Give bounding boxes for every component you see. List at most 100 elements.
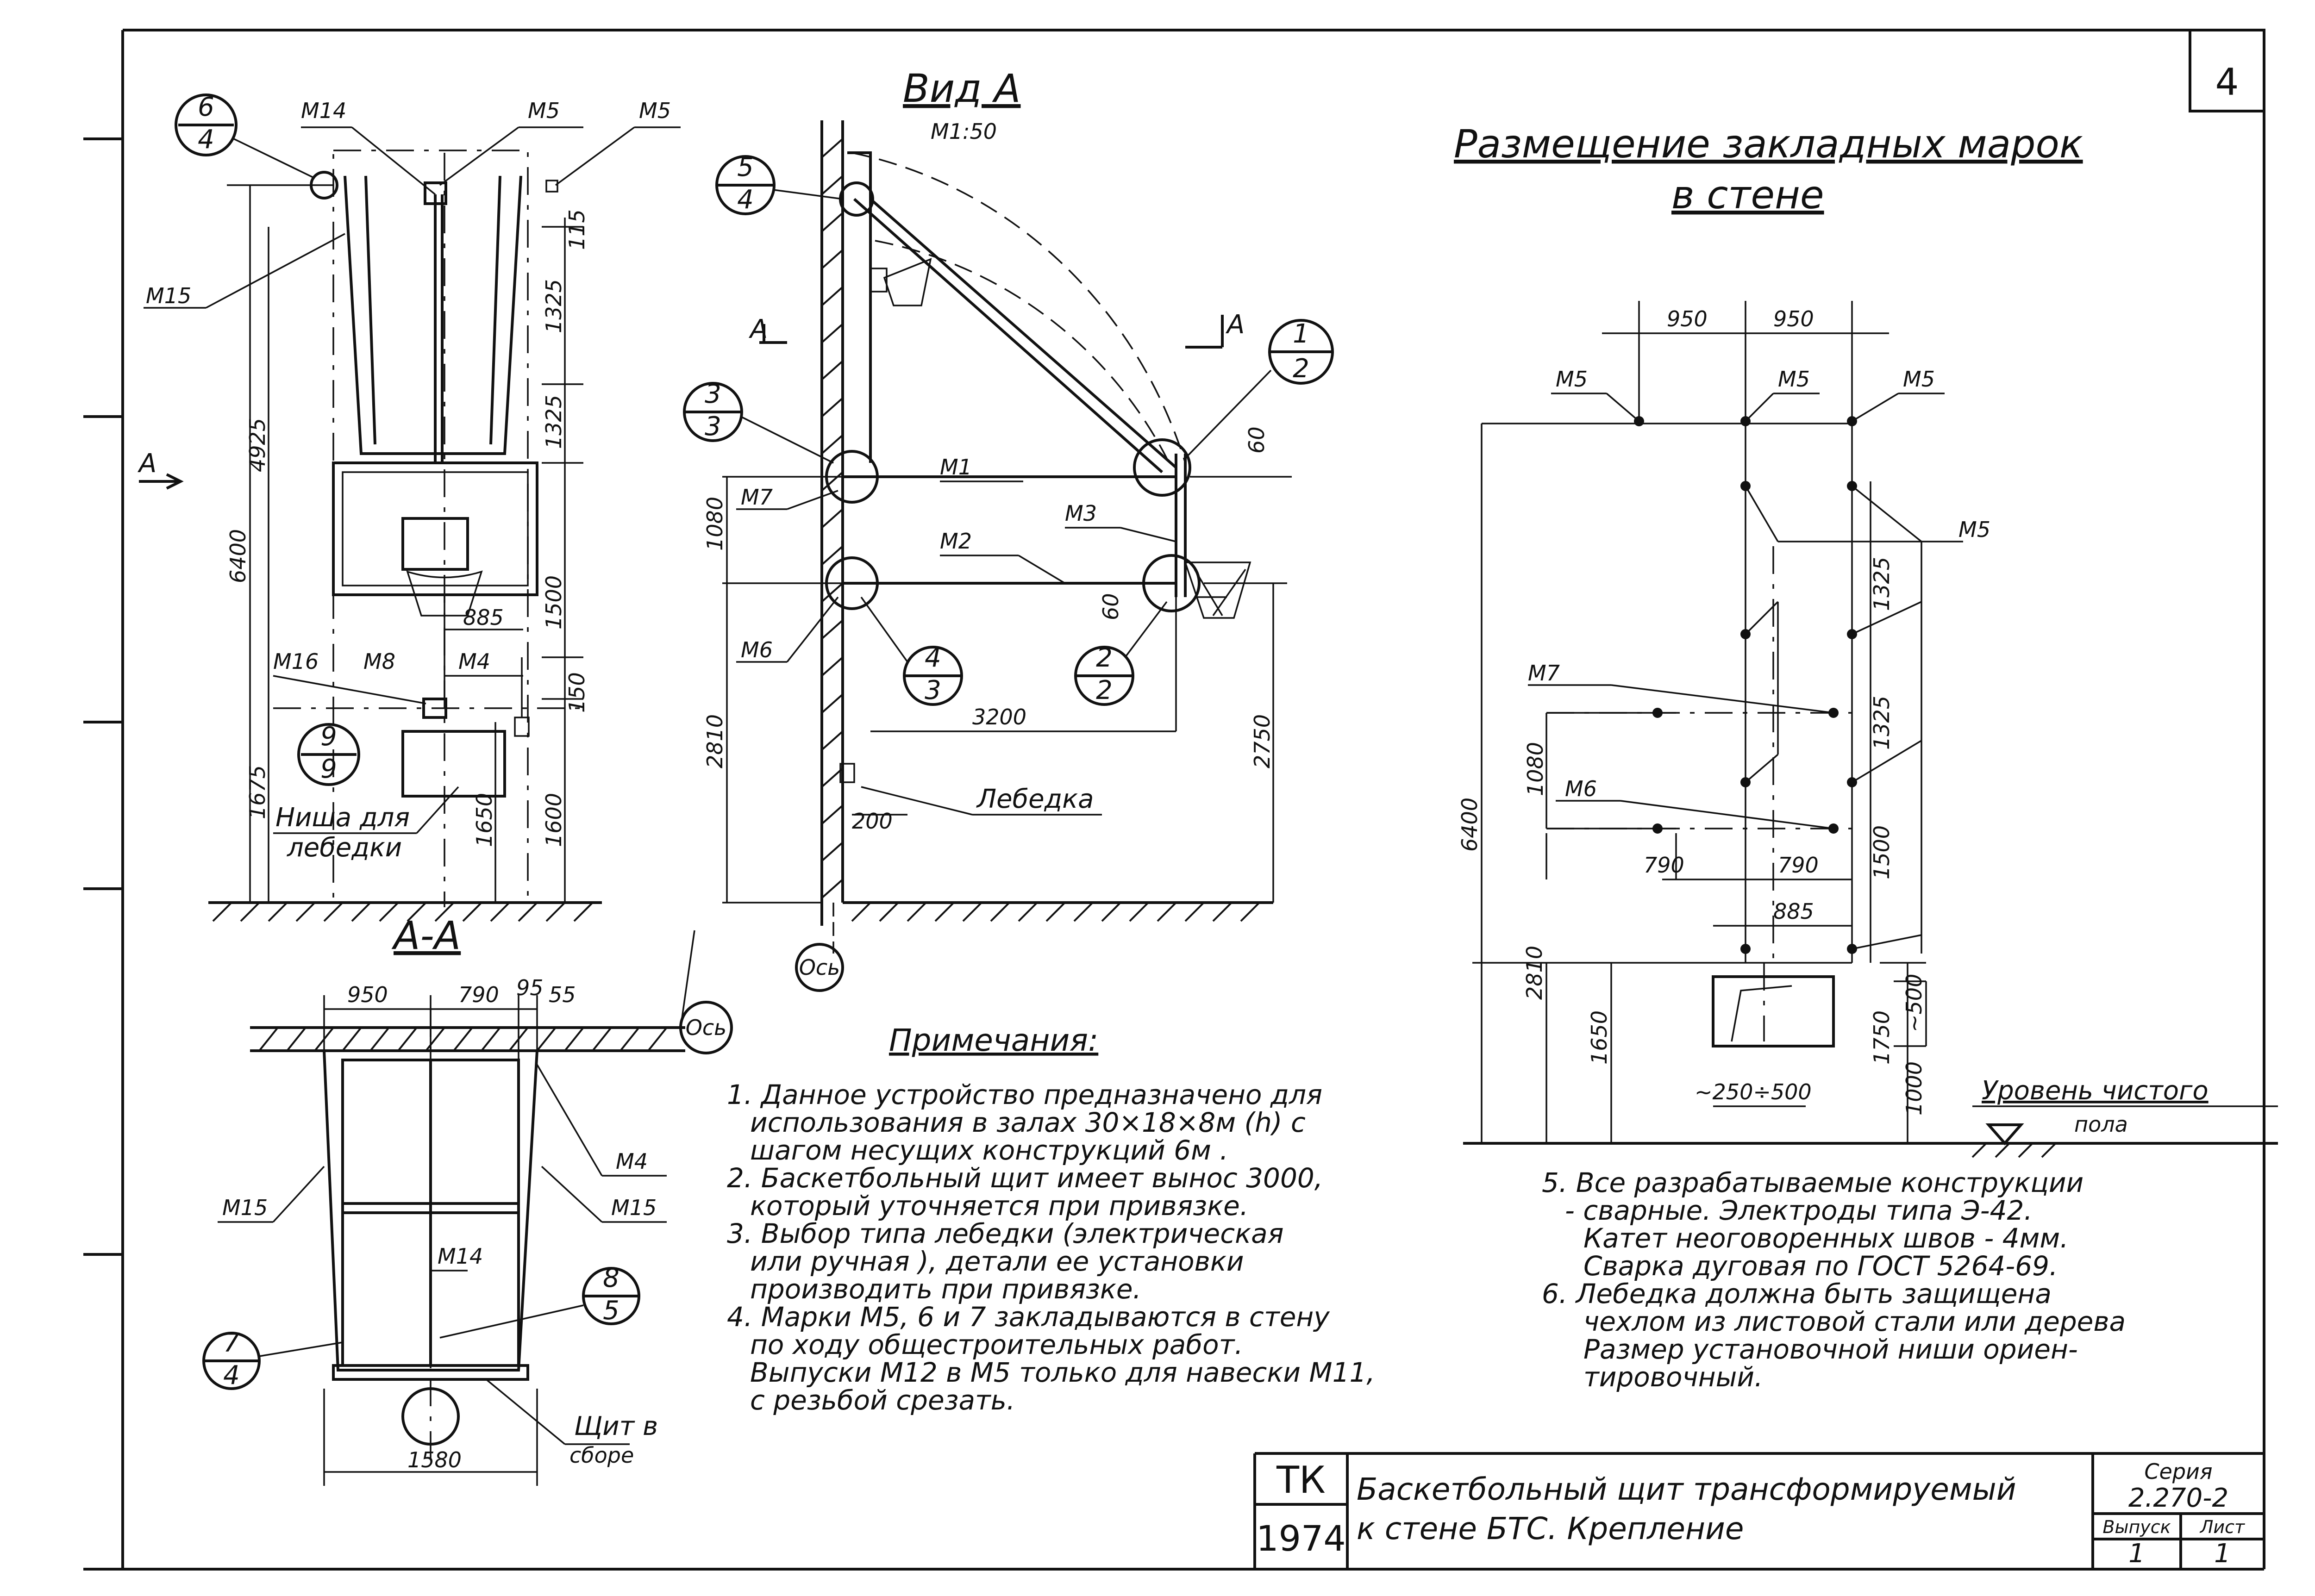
note-line-6: 3. Выбор типа лебедки (электрическая <box>727 1218 1284 1249</box>
dim-side-1080: 1080 <box>702 497 727 551</box>
dim-wall-1325-a: 1325 <box>1869 557 1894 611</box>
label-m14-front: М14 <box>301 98 346 123</box>
front-elevation <box>139 94 681 922</box>
label-m5-wall-2: М5 <box>1778 367 1810 392</box>
callout-2-2-top: 2 <box>1096 643 1113 673</box>
series-label: Серия <box>2144 1459 2212 1484</box>
dim-side-60-bottom: 60 <box>1098 593 1123 620</box>
label-m5-front-1: М5 <box>528 98 560 123</box>
label-niche-1: Ниша для <box>275 803 410 833</box>
label-m1-side: М1 <box>940 455 972 480</box>
title-year: 1974 <box>1256 1518 1345 1559</box>
dim-wall-2810: 2810 <box>1522 946 1547 1000</box>
dim-front-1325-a: 1325 <box>541 279 566 333</box>
callout-6-4-bottom: 4 <box>198 125 214 155</box>
dim-wall-885: 885 <box>1773 899 1814 924</box>
label-m14-aa: М14 <box>438 1244 483 1269</box>
label-a-front: А <box>138 449 156 479</box>
callout-8-5-bottom: 5 <box>603 1296 619 1326</box>
dim-front-1500: 1500 <box>541 575 566 630</box>
label-board-1: Щит в <box>574 1411 658 1441</box>
note-right-3: Катет неоговоренных швов - 4мм. <box>1583 1222 2069 1254</box>
label-m2-side: М2 <box>940 529 972 554</box>
dim-wall-950-a: 950 <box>1667 306 1708 331</box>
callout-6-4-top: 6 <box>198 92 214 122</box>
ceiling-hatch <box>258 1027 668 1052</box>
label-a-section-left: А <box>749 314 768 344</box>
dim-front-4925: 4925 <box>245 418 270 472</box>
sheet-number: 4 <box>2215 61 2239 104</box>
floor-hatch-side <box>851 902 1260 922</box>
callout-3-3-bottom: 3 <box>705 411 721 442</box>
dim-wall-790-a: 790 <box>1644 853 1684 878</box>
dim-front-885: 885 <box>463 605 504 630</box>
label-m5-wall-3: М5 <box>1903 367 1935 392</box>
dim-wall-1500: 1500 <box>1869 825 1894 879</box>
label-m15-aa-left: М15 <box>222 1195 268 1220</box>
note-right-5: 6. Лебедка должна быть защищена <box>1542 1278 2052 1309</box>
note-line-10: по ходу общестроительных работ. <box>750 1329 1243 1360</box>
note-right-6: чехлом из листовой стали или дерева <box>1583 1306 2126 1337</box>
wall-hatch <box>821 138 844 899</box>
label-m8-front: М8 <box>363 649 395 674</box>
note-right-4: Сварка дуговая по ГОСТ 5264-69. <box>1583 1250 2058 1282</box>
title-block <box>1253 1452 2264 1569</box>
note-right-7: Размер установочной ниши ориен- <box>1583 1334 2078 1365</box>
dim-aa-1580: 1580 <box>407 1447 462 1472</box>
sheet-label: Лист <box>2199 1517 2246 1537</box>
title-code: ТК <box>1276 1459 1326 1502</box>
title-line-2: к стене БТС. Крепление <box>1357 1511 1744 1546</box>
dim-wall-1080: 1080 <box>1523 742 1548 796</box>
dim-wall-950-b: 950 <box>1773 306 1814 331</box>
dim-front-150: 150 <box>564 672 589 713</box>
dim-wall-niche-width: ~250÷500 <box>1695 1079 1812 1104</box>
floor-hatch-front <box>212 902 594 922</box>
note-line-1: 1. Данное устройство предназначено для <box>727 1079 1322 1110</box>
label-floor-2: пола <box>2074 1112 2128 1137</box>
callout-7-4-top: 7 <box>223 1328 240 1358</box>
dim-aa-55: 55 <box>549 982 576 1007</box>
label-axis-side: Ось <box>799 955 840 980</box>
sheet-value: 1 <box>2214 1539 2231 1569</box>
label-axis-aa: Ось <box>686 1015 727 1040</box>
callout-8-5-top: 8 <box>603 1263 619 1293</box>
floor-hatch-wall <box>1971 1142 2057 1158</box>
callout-5-4-top: 5 <box>737 152 754 182</box>
note-line-3: шагом несущих конструкций 6м . <box>750 1135 1228 1166</box>
label-m3-side: М3 <box>1065 501 1097 526</box>
callout-9-9-bottom: 9 <box>320 754 337 784</box>
view-a-scale: М1:50 <box>931 119 997 144</box>
callout-4-3-bottom: 3 <box>925 675 941 705</box>
dim-wall-1650: 1650 <box>1587 1010 1612 1065</box>
callout-3-3-top: 3 <box>705 379 721 409</box>
label-m5-front-2: М5 <box>639 98 671 123</box>
dim-side-2810: 2810 <box>702 714 727 768</box>
note-line-8: производить при привязке. <box>750 1273 1141 1305</box>
callout-7-4-bottom: 4 <box>223 1360 240 1390</box>
dim-front-1600: 1600 <box>541 793 566 847</box>
section-aa-title: А-А <box>391 913 461 958</box>
note-line-7: или ручная ), детали ее установки <box>750 1246 1244 1277</box>
label-m5-wall-1: М5 <box>1556 367 1588 392</box>
sheet-frame: 4 <box>83 29 2265 1571</box>
issue-value: 1 <box>2128 1539 2145 1569</box>
callout-2-2-bottom: 2 <box>1096 675 1113 705</box>
note-line-4: 2. Баскетбольный щит имеет вынос 3000, <box>727 1162 1323 1194</box>
label-m4-aa: М4 <box>616 1149 648 1174</box>
label-board-2: сборе <box>569 1443 634 1468</box>
label-m5-wall-4: М5 <box>1958 517 1990 542</box>
label-m6-wall: М6 <box>1565 776 1597 801</box>
dim-front-1675: 1675 <box>245 765 270 819</box>
issue-label: Выпуск <box>2102 1517 2171 1537</box>
dim-aa-790: 790 <box>458 982 499 1007</box>
dim-side-200: 200 <box>852 809 893 834</box>
note-line-5: который уточняется при привязке. <box>750 1190 1248 1222</box>
dim-wall-1750: 1750 <box>1869 1010 1894 1065</box>
dim-front-1325-b: 1325 <box>541 395 566 449</box>
series-value: 2.270-2 <box>2128 1483 2228 1513</box>
notes-heading: Примечания: <box>889 1022 1098 1058</box>
wall-title-1: Размещение закладных марок <box>1454 121 2083 167</box>
dim-front-6400: 6400 <box>225 529 250 583</box>
callout-9-9-top: 9 <box>320 722 337 752</box>
